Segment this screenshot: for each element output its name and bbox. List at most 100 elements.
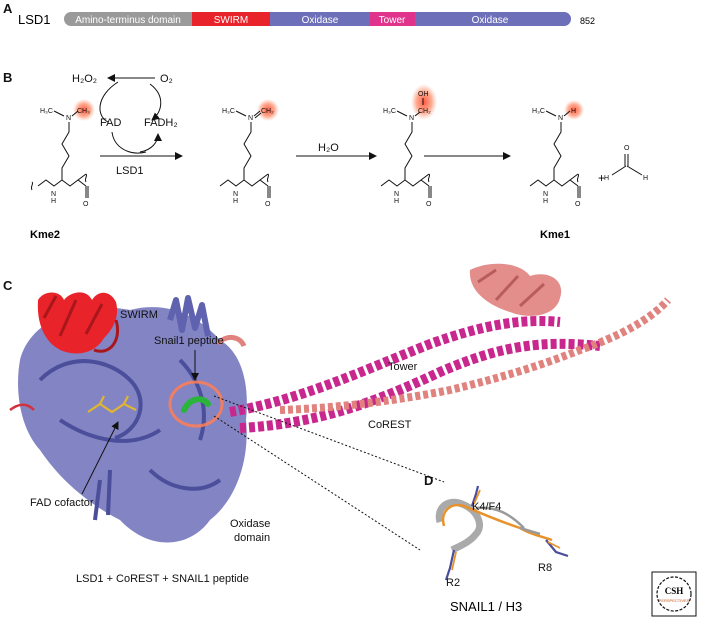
domain-label-tower: Tower — [379, 15, 406, 26]
logo-subtext: PERSPECTIVES — [659, 598, 690, 603]
atom-h3c-2: H₃C — [222, 108, 235, 115]
logo-frame — [651, 571, 697, 617]
label-lsd1-enzyme: LSD1 — [116, 165, 144, 177]
domain-label-swirm: SWIRM — [214, 15, 248, 26]
atom-nh-2: N — [233, 191, 238, 198]
oxidase-upper-helix — [167, 295, 211, 337]
side-chains-orange — [451, 489, 561, 571]
swirm-tail — [9, 403, 35, 412]
atom-o-2: O — [265, 201, 271, 208]
csh-logo: CSH PERSPECTIVES — [651, 571, 697, 617]
molecule-iminium: H₃C N CH₂ N H O — [219, 99, 279, 208]
label-r2: R2 — [446, 577, 460, 589]
molecule-kme2: H₃C N CH₃ N H O Kme2 — [30, 99, 95, 241]
label-kme2: Kme2 — [30, 229, 60, 241]
snail1-backbone — [441, 503, 553, 542]
protein-name: LSD1 — [18, 12, 51, 27]
atom-nh-h-2: H — [233, 198, 238, 205]
arc-fadh2-right — [149, 83, 162, 121]
snail1-peptide — [181, 396, 211, 413]
panel-label-d: D — [424, 473, 433, 488]
formaldehyde-bonds — [611, 154, 643, 176]
highlight-methyl-1 — [73, 99, 95, 121]
plus-sign: + — [598, 171, 605, 185]
label-fad-cofactor: FAD cofactor — [30, 497, 94, 509]
inset-caption: SNAIL1 / H3 — [450, 599, 522, 614]
corest-domain-helices — [477, 268, 546, 308]
label-oxidase-line1: Oxidase — [230, 518, 270, 530]
skeleton-4 — [529, 110, 581, 198]
label-h2o2: H₂O₂ — [72, 73, 97, 85]
panel-label-a: A — [3, 1, 13, 16]
label-tower: Tower — [388, 361, 418, 373]
side-chains-blue — [444, 485, 569, 581]
tower-helix-2 — [239, 338, 601, 433]
label-fad: FAD — [100, 117, 121, 129]
atom-n-3: N — [409, 115, 414, 122]
logo-ring — [656, 576, 692, 612]
domain-oxidase-1 — [270, 12, 370, 26]
atom-n-1: N — [66, 115, 71, 122]
molecule-kme1: H₃C N H N H O Kme1 — [529, 100, 584, 241]
domain-bar: Amino-terminus domain SWIRM Oxidase Towe… — [64, 12, 571, 26]
atom-o-4: O — [575, 201, 581, 208]
corest-helix — [279, 297, 671, 414]
formaldehyde: O H H — [604, 145, 648, 182]
atom-nh-h-1: H — [51, 198, 56, 205]
zoom-line-upper — [213, 395, 445, 483]
atom-nh-4: N — [543, 191, 548, 198]
h3-backbone — [435, 498, 483, 554]
corest-small-helix — [216, 335, 247, 348]
peptide-highlight-ring — [168, 380, 224, 428]
atom-h-4: H — [571, 108, 576, 115]
atom-nh-1: N — [51, 191, 56, 198]
label-snail1-peptide: Snail1 peptide — [154, 335, 224, 347]
corest-domain — [469, 263, 562, 316]
tower-helix-1 — [229, 315, 561, 417]
arc-fad-left — [99, 81, 119, 123]
domain-label-oxidase-1: Oxidase — [302, 15, 339, 26]
atom-nh-h-4: H — [543, 198, 548, 205]
domain-amino-terminus-edge — [184, 12, 192, 26]
atom-h3c-3: H₃C — [383, 108, 396, 115]
h3-tail — [475, 506, 541, 536]
atom-ch2-2: CH₂ — [261, 108, 274, 115]
fad-cycle: H₂O₂ O₂ FAD FADH₂ LSD1 — [72, 73, 183, 177]
label-r8: R8 — [538, 562, 552, 574]
domain-tower — [370, 12, 415, 26]
protein-length: 852 — [580, 16, 595, 26]
label-corest: CoREST — [368, 419, 412, 431]
panel-label-c: C — [3, 278, 13, 293]
domain-oxidase-2-cap — [557, 12, 571, 26]
label-oxidase-line2: domain — [234, 532, 270, 544]
domain-oxidase-2 — [415, 12, 565, 26]
atom-oh-3: OH — [418, 91, 429, 98]
peptide-overlay: K4/F4 R8 R2 SNAIL1 / H3 — [435, 485, 569, 614]
skeleton-1 — [30, 110, 89, 198]
atom-o-1: O — [83, 201, 89, 208]
zoom-line-lower — [213, 415, 421, 551]
atom-aldehyde-h2: H — [643, 175, 648, 182]
protein-structure: SWIRM Snail1 peptide Tower CoREST FAD co… — [9, 263, 671, 585]
atom-nh-h-3: H — [394, 198, 399, 205]
swirm-helices — [42, 295, 119, 353]
label-fadh2: FADH₂ — [144, 117, 178, 129]
atom-n-2: N — [248, 115, 253, 122]
domain-swirm — [192, 12, 270, 26]
atom-h3c-1: H₃C — [40, 108, 53, 115]
highlight-hydroxymethyl — [411, 84, 437, 120]
swirm-domain — [37, 292, 118, 354]
label-swirm: SWIRM — [120, 309, 158, 321]
panel-label-b: B — [3, 70, 12, 85]
atom-ch3-1: CH₃ — [77, 108, 90, 115]
oxidase-strands — [38, 358, 222, 521]
molecule-carbinolamine: H₃C N OH CH₂ N H O — [380, 84, 437, 208]
structure-caption: LSD1 + CoREST + SNAIL1 peptide — [76, 573, 249, 585]
highlight-methylene — [257, 99, 279, 121]
atom-n-4: N — [558, 115, 563, 122]
atom-aldehyde-h1: H — [604, 175, 609, 182]
atom-h3c-4: H₃C — [532, 108, 545, 115]
atom-ch2-3: CH₂ — [418, 108, 431, 115]
fad-sticks — [87, 395, 137, 414]
label-water: H₂O — [318, 142, 339, 154]
